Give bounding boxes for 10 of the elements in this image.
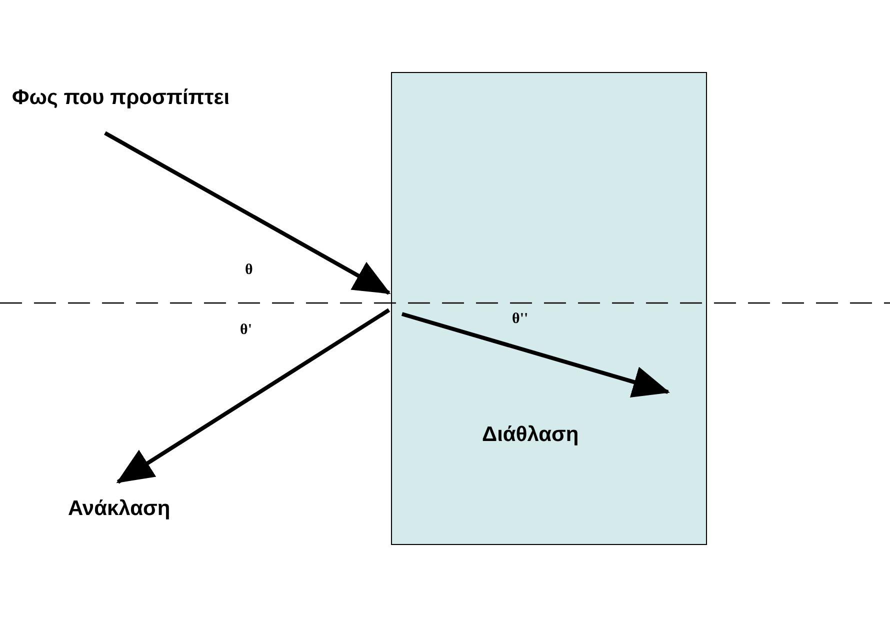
angle-label: θ'' [512, 311, 528, 328]
ray-label: Φως που προσπίπτει [12, 86, 230, 110]
glass-block [391, 72, 707, 545]
angle-label: θ [245, 262, 253, 279]
ray-label: Ανάκλαση [68, 497, 170, 521]
ray-label: Διάθλαση [482, 423, 579, 447]
light-ray-arrow [401, 312, 670, 398]
light-ray-arrow [116, 308, 390, 484]
light-ray-arrow [104, 131, 391, 295]
angle-label: θ' [240, 322, 252, 339]
